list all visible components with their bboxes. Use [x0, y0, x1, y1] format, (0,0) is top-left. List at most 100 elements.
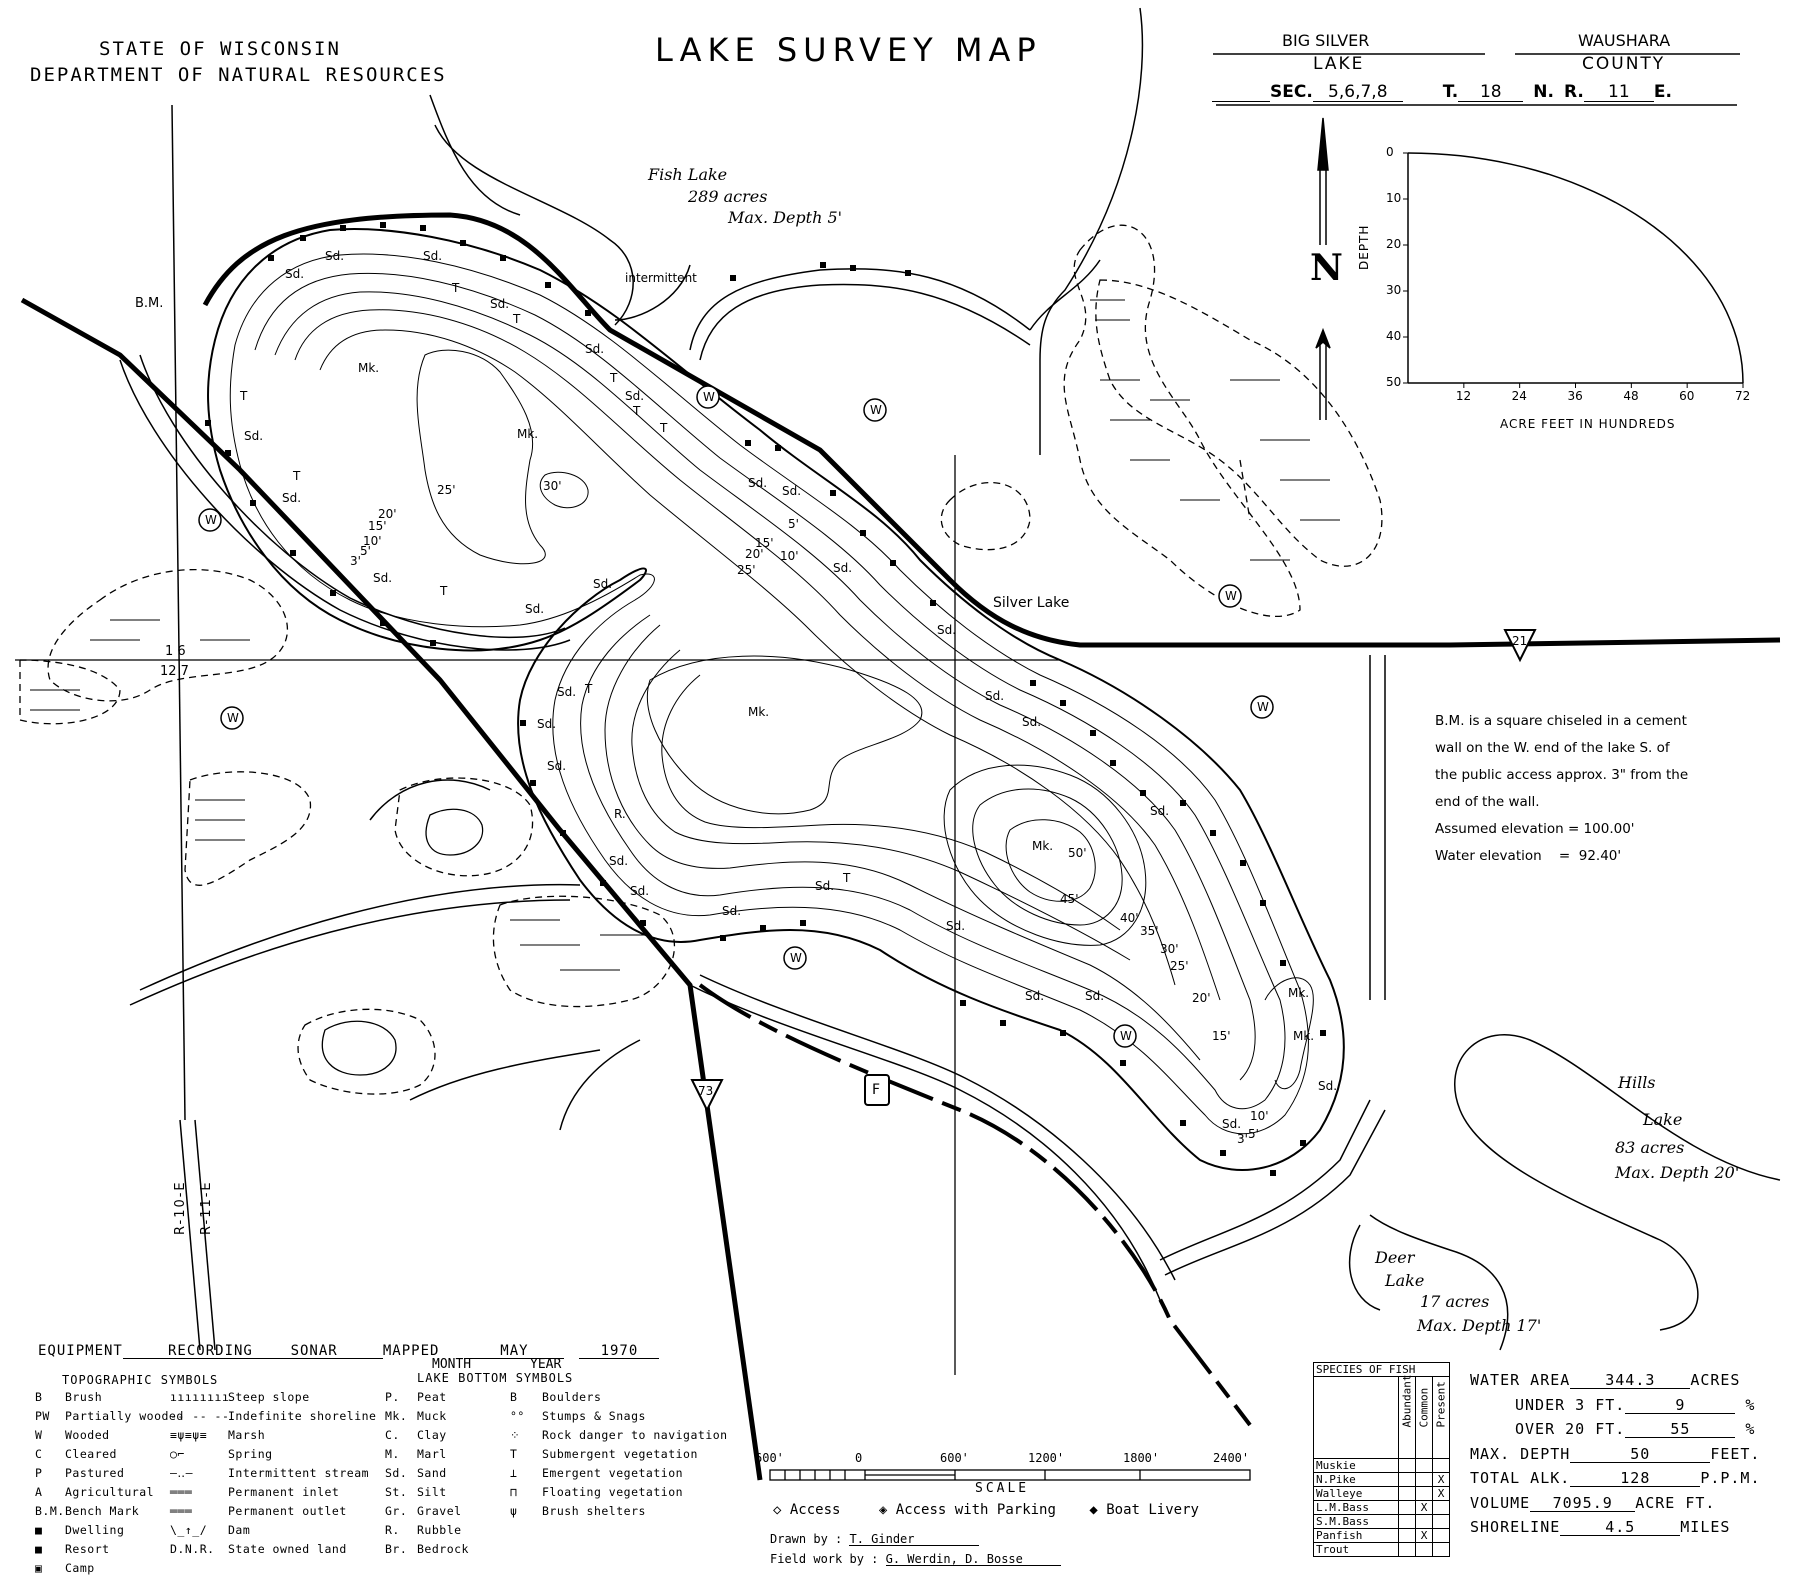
- hwy-f-shield: [864, 1074, 890, 1106]
- bottom-sand-label: Sd.: [722, 904, 742, 918]
- deer-lake-area: 17 acres: [1420, 1292, 1490, 1311]
- fish-column-header: Abundant: [1400, 1374, 1414, 1428]
- fish-column-header: Common: [1417, 1387, 1431, 1428]
- hills-lake-shore: [1454, 1034, 1781, 1331]
- contour-muck-mid: [646, 655, 923, 815]
- hills-lake-depth: Max. Depth 20': [1615, 1163, 1740, 1182]
- fish-mark: [1398, 1472, 1416, 1487]
- wooded-label: W: [205, 513, 217, 527]
- bottom-sand-label: Sd.: [782, 484, 802, 498]
- road-fish-outlet: [614, 264, 691, 321]
- mapped-year: 1970: [579, 1344, 660, 1359]
- depth-label: 15': [368, 519, 387, 533]
- legend-label: Bedrock: [417, 1542, 469, 1556]
- legend-symbol: Br.: [385, 1542, 408, 1556]
- chart-x-tick-label: 60: [1679, 389, 1695, 403]
- legend-symbol: B: [510, 1390, 518, 1404]
- legend-item: \_↑_/Dam: [170, 1523, 376, 1542]
- legend-label: Peat: [417, 1390, 447, 1404]
- bottom-sand-label: Sd.: [325, 249, 345, 263]
- legend-label: Clay: [417, 1428, 447, 1442]
- fish-mark: [1432, 1542, 1450, 1557]
- bottom-legend-title: LAKE BOTTOM SYMBOLS: [417, 1371, 574, 1385]
- steep-slope-icon: ıııııııı: [170, 1390, 230, 1404]
- depth-label: 25': [1170, 959, 1189, 973]
- road-se: [1159, 1099, 1371, 1261]
- road-sw: [129, 899, 571, 1006]
- field-work-value: G. Werdin, D. Bosse: [885, 1553, 1061, 1566]
- legend-label: State owned land: [228, 1542, 347, 1556]
- legend-label: Marsh: [228, 1428, 266, 1442]
- legend-symbol: Mk.: [385, 1409, 408, 1423]
- legend-label: Intermittent stream: [228, 1466, 370, 1480]
- legend-label: Boulders: [542, 1390, 602, 1404]
- bottom-muck-label: Mk.: [1288, 986, 1310, 1000]
- legend-label: Stumps & Snags: [542, 1409, 646, 1423]
- bottom-sand-label: Sd.: [557, 685, 577, 699]
- fish-mark: X: [1432, 1486, 1450, 1501]
- hwy-21-label: 21: [1512, 634, 1528, 648]
- max-depth-value: 50: [1570, 1446, 1711, 1463]
- boat-livery-icon: ◆: [1089, 1502, 1098, 1518]
- equipment-value: RECORDING SONAR: [122, 1344, 383, 1359]
- boat-livery-label: Boat Livery: [1106, 1502, 1199, 1518]
- fish-mark: [1415, 1514, 1433, 1529]
- legend-item: C.Clay: [385, 1428, 469, 1447]
- chart-y-tick-label: 40: [1386, 329, 1402, 343]
- bottom-sand-label: Sd.: [1085, 989, 1105, 1003]
- t-value: 18: [1458, 84, 1524, 102]
- highway-north-shore: [202, 212, 1781, 648]
- bottom-sand-label: Sd.: [1022, 715, 1042, 729]
- legend-item: ⁘Rock danger to navigation: [510, 1428, 728, 1447]
- legend-label: Dam: [228, 1523, 251, 1537]
- legend-label: Brush: [65, 1390, 103, 1404]
- fish-name: Muskie: [1313, 1458, 1399, 1473]
- spring-icon: ○⌐: [170, 1447, 185, 1461]
- legend-item: ■Resort: [35, 1542, 184, 1561]
- field-work-label: Field work by: [770, 1552, 864, 1566]
- volume-value: 7095.9: [1530, 1495, 1636, 1512]
- marsh-hatching: [30, 299, 1340, 971]
- road-sw-2: [139, 883, 581, 991]
- road-south-curve: [409, 1049, 601, 1101]
- legend-item: P.Peat: [385, 1390, 469, 1409]
- legend-item: Mk.Muck: [385, 1409, 469, 1428]
- legend-symbol: A: [35, 1485, 43, 1499]
- agency-line-1: STATE OF WISCONSIN: [99, 38, 341, 60]
- legend-label: Pastured: [65, 1466, 125, 1480]
- over20-row: OVER 20 FT.55 %: [1470, 1422, 1761, 1447]
- bottom-submergent-label: T: [240, 389, 248, 403]
- wooded-label: W: [1257, 700, 1269, 714]
- marsh-areas: [19, 224, 1383, 1095]
- contour-muck-west: [416, 349, 546, 565]
- legend-symbol: Sd.: [385, 1466, 408, 1480]
- wooded-label: W: [870, 403, 882, 417]
- bottom-muck-label: Mk.: [517, 427, 539, 441]
- indefinite-shoreline-icon: -- -- --: [170, 1409, 230, 1423]
- chart-x-tick-label: 72: [1735, 389, 1751, 403]
- volume-curve-chart: [1403, 152, 1744, 388]
- lake-shoreline: [207, 228, 1345, 1171]
- topo-legend-col2: ııııııııSteep slope -- -- --Indefinite s…: [170, 1390, 376, 1561]
- hwy-73-shield: [690, 1079, 724, 1113]
- r-label: R.: [1563, 82, 1584, 102]
- chart-x-tick-label: 36: [1567, 389, 1583, 403]
- legend-item: ■Dwelling: [35, 1523, 184, 1542]
- depth-label: 5': [788, 517, 799, 531]
- access-legend: ◇ Access ◈ Access with Parking ◆ Boat Li…: [773, 1503, 1199, 1517]
- fish-column-header: Present: [1434, 1381, 1448, 1428]
- legend-item: B.M.Bench Mark: [35, 1504, 184, 1523]
- legend-symbol: ⊥: [510, 1466, 518, 1480]
- legend-symbol: R.: [385, 1523, 400, 1537]
- fish-name: Panfish: [1313, 1528, 1399, 1543]
- bottom-sand-label: Sd.: [1025, 989, 1045, 1003]
- chart-x-label: ACRE FEET IN HUNDREDS: [1500, 417, 1676, 431]
